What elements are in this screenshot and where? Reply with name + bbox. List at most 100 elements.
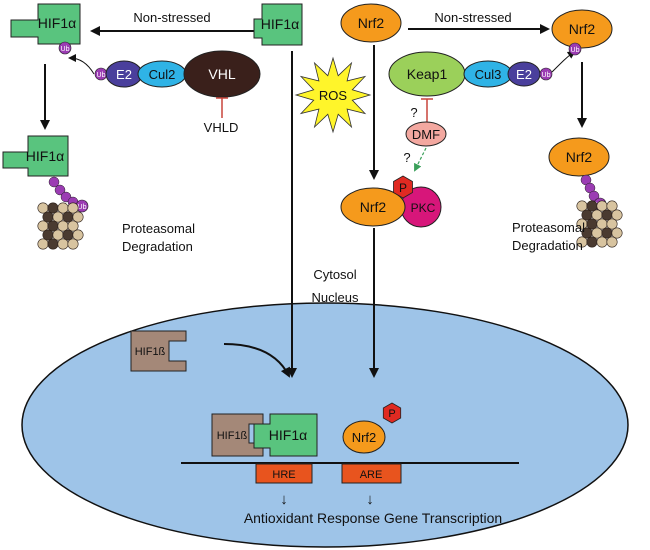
phosphate-hexagon: [393, 175, 413, 199]
nrf2-pkc-complex: PKC Nrf2 P: [340, 175, 442, 228]
proteasome-subunit: [37, 202, 49, 214]
vhld-inhibition: VHLD: [204, 97, 239, 135]
dmf-compound: [405, 121, 447, 147]
ub-label: Ub: [61, 46, 70, 53]
proteasomal-label-right: Proteasomal: [512, 220, 585, 235]
phosphate-label: P: [399, 181, 407, 195]
ub-circle: [58, 41, 72, 55]
hre-box: [255, 463, 313, 484]
hif1b-label: HIF1ß: [135, 346, 166, 358]
hif1a-label: HIF1α: [38, 15, 76, 31]
hre-label: HRE: [272, 469, 295, 481]
ub-circle: [568, 42, 582, 56]
proteasome-subunit: [581, 209, 593, 221]
proteasome-subunit: [596, 218, 608, 230]
hif1a-protein-shape: [10, 3, 81, 45]
phosphate-hexagon: [382, 402, 402, 424]
dmf-activation-arrow: [414, 147, 427, 172]
non-stressed-label-right: Non-stressed: [434, 10, 511, 25]
proteasome-subunit: [611, 209, 623, 221]
nrf2-nuclear: Nrf2 P: [342, 402, 402, 454]
proteasome-subunit: [576, 200, 588, 212]
hif1a-label: HIF1α: [261, 16, 299, 32]
hif1a-ubiquitinated-top-left: HIF1α Ub: [10, 3, 81, 55]
phosphate-label: P: [388, 408, 395, 420]
nrf2-label: Nrf2: [566, 149, 593, 165]
nucleus-label: Nucleus: [312, 290, 359, 305]
proteasome-subunit: [591, 227, 603, 239]
proteasome-subunit: [62, 211, 74, 223]
pkc-label: PKC: [411, 201, 436, 215]
ub-chain-bead: [48, 176, 60, 188]
hif1b-protein-shape: [130, 330, 187, 372]
proteasome-subunit: [67, 202, 79, 214]
hif1a-protein-shape: [2, 135, 69, 177]
hif1b-label: HIF1ß: [217, 430, 248, 442]
hif1a-protein-shape: [253, 3, 303, 46]
e2-label: E2: [116, 67, 132, 82]
proteasome-right: [576, 200, 623, 248]
degradation-label-right: Degradation: [512, 238, 583, 253]
hre-element: HRE: [255, 463, 313, 484]
ros-label: ROS: [319, 88, 348, 103]
hif1a-label: HIF1α: [269, 427, 307, 443]
proteasome-subunit: [67, 238, 79, 250]
hif1b-protein-shape: [211, 413, 264, 457]
proteasome-subunit: [606, 218, 618, 230]
proteasome-subunit: [52, 229, 64, 241]
nrf2-label: Nrf2: [360, 199, 387, 215]
proteasome-subunit: [591, 209, 603, 221]
are-box: [341, 463, 402, 484]
vhl-label: VHL: [208, 66, 235, 82]
proteasome-subunit: [37, 220, 49, 232]
hre-down-arrow: ↓: [280, 491, 288, 508]
are-label: ARE: [360, 469, 383, 481]
proteasome-subunit: [586, 236, 598, 248]
ub-chain-bead: [54, 184, 66, 196]
proteasome-subunit: [586, 200, 598, 212]
proteasome-subunit: [57, 202, 69, 214]
transcription-label: Antioxidant Response Gene Transcription: [244, 510, 502, 526]
nrf2-protein: [340, 3, 402, 43]
proteasome-subunit: [37, 238, 49, 250]
nrf2-label: Nrf2: [358, 15, 385, 31]
proteasome-subunit: [62, 229, 74, 241]
ub-transfer-arrow: [551, 50, 576, 73]
proteasome-subunit: [52, 211, 64, 223]
vhld-label: VHLD: [204, 120, 239, 135]
cul3-label: Cul3: [475, 67, 502, 82]
keap1-label: Keap1: [407, 66, 448, 82]
proteasome-subunit: [47, 238, 59, 250]
are-down-arrow: ↓: [366, 491, 374, 508]
proteasome-subunit: [42, 211, 54, 223]
proteasome-subunit: [57, 238, 69, 250]
proteasome-subunit: [611, 227, 623, 239]
vhl-protein: [183, 50, 261, 98]
nrf2-protein: [548, 137, 610, 177]
proteasome-subunit: [601, 209, 613, 221]
nrf2-cytosolic: Nrf2: [340, 3, 402, 43]
hif1a-degradation-complex: HIF1α Ub: [2, 135, 89, 250]
nrf2-label: Nrf2: [352, 430, 377, 445]
keap1-e3-complex: Keap1 Cul3 E2 Ub: [388, 50, 576, 97]
proteasomal-label-left: Proteasomal: [122, 221, 195, 236]
proteasome-subunit: [596, 236, 608, 248]
proteasome-subunit: [601, 227, 613, 239]
ub-label: Ub: [571, 47, 580, 54]
nrf2-protein: [340, 187, 406, 227]
are-element: ARE: [341, 463, 402, 484]
proteasome-subunit: [606, 236, 618, 248]
question-mark-label: ?: [403, 150, 410, 165]
proteasome-subunit: [67, 220, 79, 232]
cytosol-label: Cytosol: [313, 267, 356, 282]
nrf2-protein: [551, 9, 613, 49]
ub-circle: [539, 67, 553, 81]
hif1a-hif1b-dimer: HIF1ß HIF1α: [211, 413, 318, 457]
proteasome-subunit: [42, 229, 54, 241]
hif1a-protein-shape: [253, 413, 318, 457]
proteasome-subunit: [47, 220, 59, 232]
question-mark-label: ?: [410, 105, 417, 120]
nrf2-degradation-complex: Nrf2 Ub: [548, 137, 623, 248]
vhl-e3-complex: Ub E2 Cul2 VHL: [68, 50, 261, 98]
